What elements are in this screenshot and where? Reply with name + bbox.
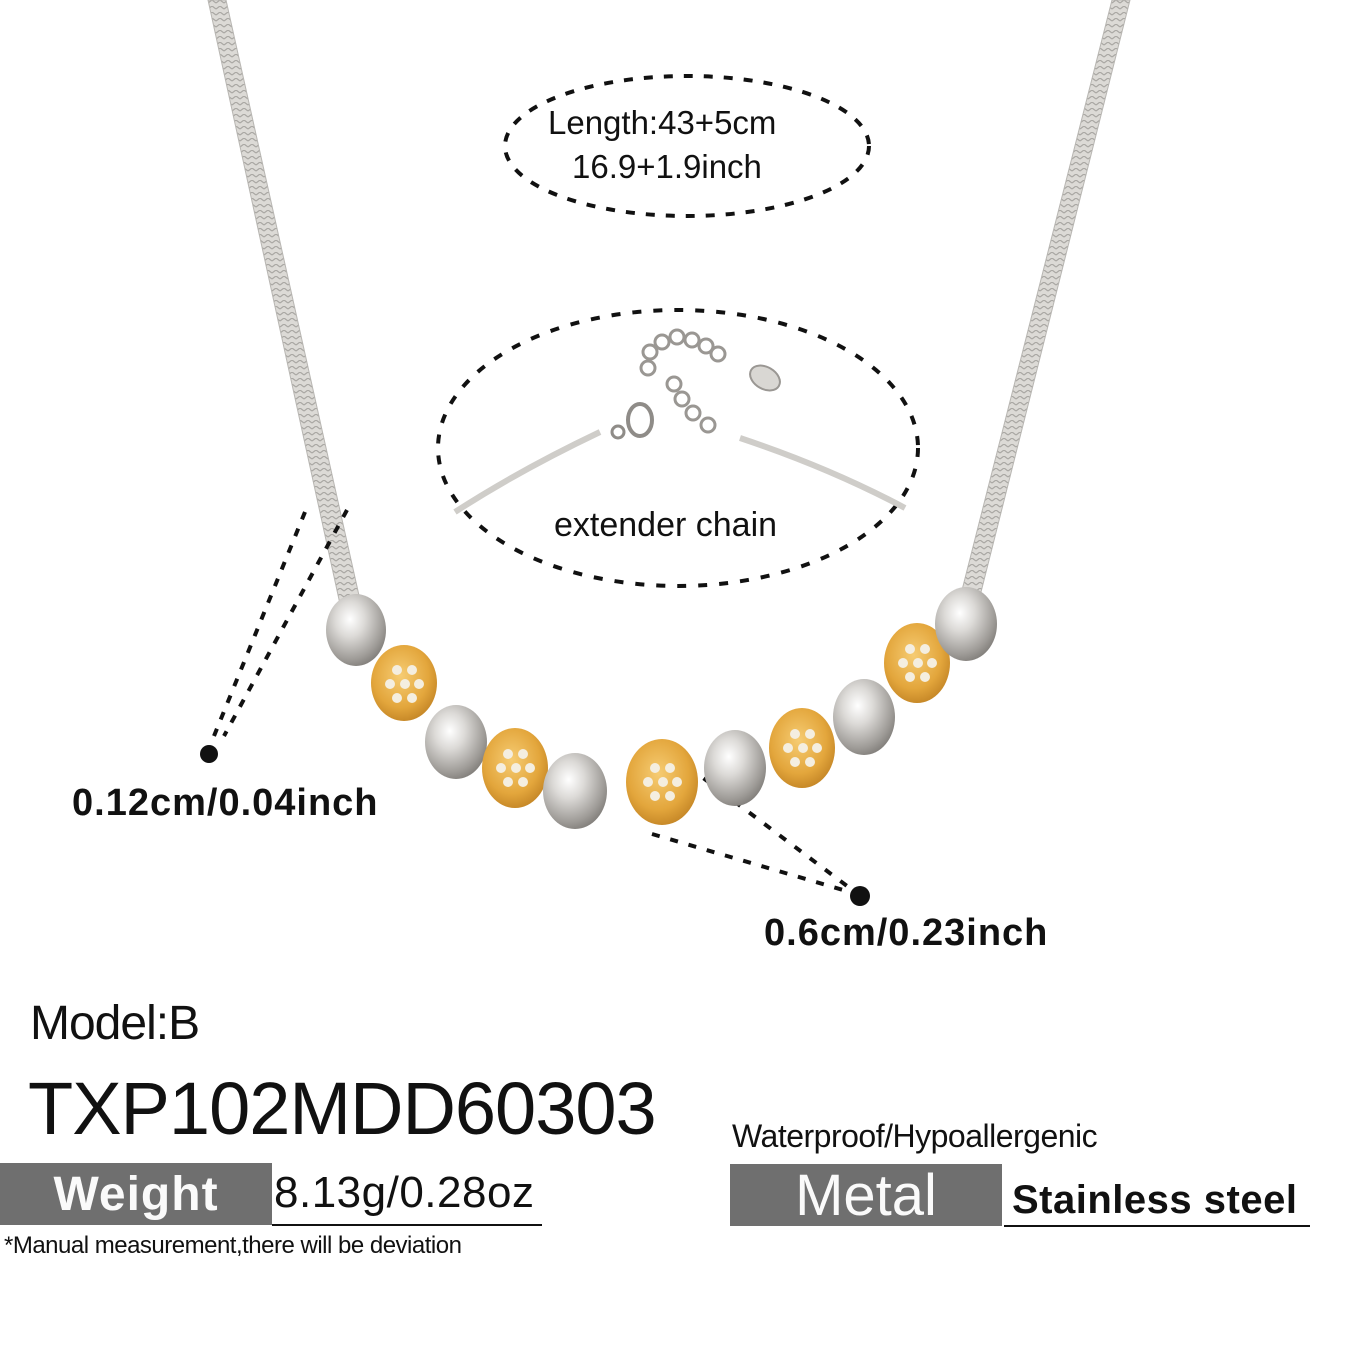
weight-underline — [272, 1224, 542, 1226]
weight-value: 8.13g/0.28oz — [274, 1168, 535, 1217]
extender-callout-ellipse — [436, 308, 920, 588]
metal-label: Metal — [795, 1162, 937, 1228]
weight-label: Weight — [53, 1167, 219, 1221]
features-text: Waterproof/Hypoallergenic — [732, 1118, 1098, 1154]
silver-bead — [704, 730, 766, 806]
chain-width-text: 0.12cm/0.04inch — [72, 782, 379, 824]
model-label: Model:B — [30, 997, 200, 1050]
bead-row — [326, 587, 997, 829]
silver-bead — [326, 594, 386, 666]
silver-bead — [935, 587, 997, 661]
gold-cz-bead — [884, 623, 950, 703]
bead-size-text: 0.6cm/0.23inch — [764, 912, 1049, 954]
silver-bead — [425, 705, 487, 779]
length-cm-text: Length:43+5cm — [548, 104, 777, 141]
gold-cz-bead — [482, 728, 548, 808]
metal-underline — [1004, 1225, 1310, 1227]
chain-width-callout — [200, 509, 349, 763]
gold-cz-bead — [626, 739, 698, 825]
gold-cz-bead — [769, 708, 835, 788]
gold-cz-bead — [371, 645, 437, 721]
length-inch-text: 16.9+1.9inch — [572, 148, 762, 185]
silver-bead — [543, 753, 607, 829]
silver-bead — [833, 679, 895, 755]
metal-value: Stainless steel — [1012, 1178, 1298, 1222]
weight-label-box: Weight — [0, 1163, 272, 1225]
extender-chain-label: extender chain — [554, 506, 778, 544]
measurement-disclaimer: *Manual measurement,there will be deviat… — [4, 1232, 462, 1259]
metal-label-box: Metal — [730, 1162, 1002, 1228]
sku-code: TXP102MDD60303 — [28, 1067, 657, 1150]
extender-chain-image — [453, 328, 907, 515]
length-callout-ellipse — [503, 74, 871, 218]
